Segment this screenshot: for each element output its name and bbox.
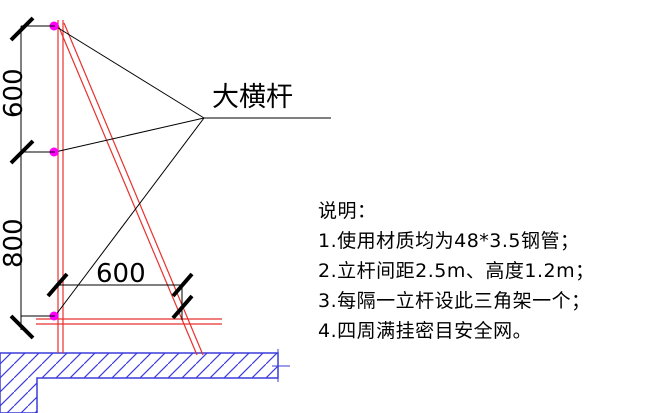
note-item-2: 2.立杆间距2.5m、高度1.2m； [318, 260, 595, 282]
floor-slab [0, 349, 290, 413]
note-item-4: 4.四周满挂密目安全网。 [318, 320, 533, 342]
brace-line-b [63, 22, 204, 356]
diagonal-brace [57, 22, 204, 356]
horizontal-dimension: 600 [46, 259, 194, 320]
callout-leaders [54, 25, 331, 317]
tick-right-lower [171, 294, 194, 320]
tick-bottom [9, 314, 35, 340]
vertical-pole [57, 20, 64, 353]
notes-block: 说明： 1.使用材质均为48*3.5钢管； 2.立杆间距2.5m、高度1.2m；… [318, 196, 595, 346]
horizontal-pole [36, 318, 222, 325]
leader-to-middle-node [54, 117, 205, 153]
horizontal-dimension-text: 600 [96, 259, 146, 289]
note-item-3: 3.每隔一立杆设此三角架一个； [318, 290, 591, 312]
tick-right [171, 272, 194, 298]
upper-vertical-dimension: 600 [0, 68, 29, 118]
leader-to-bottom-node [54, 117, 205, 317]
joint-nodes [49, 21, 59, 321]
slab-section [0, 352, 279, 413]
tick-middle [9, 139, 35, 165]
note-item-1: 1.使用材质均为48*3.5钢管； [318, 230, 580, 252]
brace-line-a [57, 24, 198, 356]
lower-vertical-dimension: 800 [0, 218, 29, 268]
tick-left [46, 272, 69, 298]
vertical-dimension: 600 800 [0, 16, 55, 340]
callout-label: 大横杆 [212, 82, 293, 113]
tick-top [9, 16, 35, 42]
notes-heading: 说明： [318, 200, 377, 222]
leader-to-top-node [54, 25, 205, 119]
